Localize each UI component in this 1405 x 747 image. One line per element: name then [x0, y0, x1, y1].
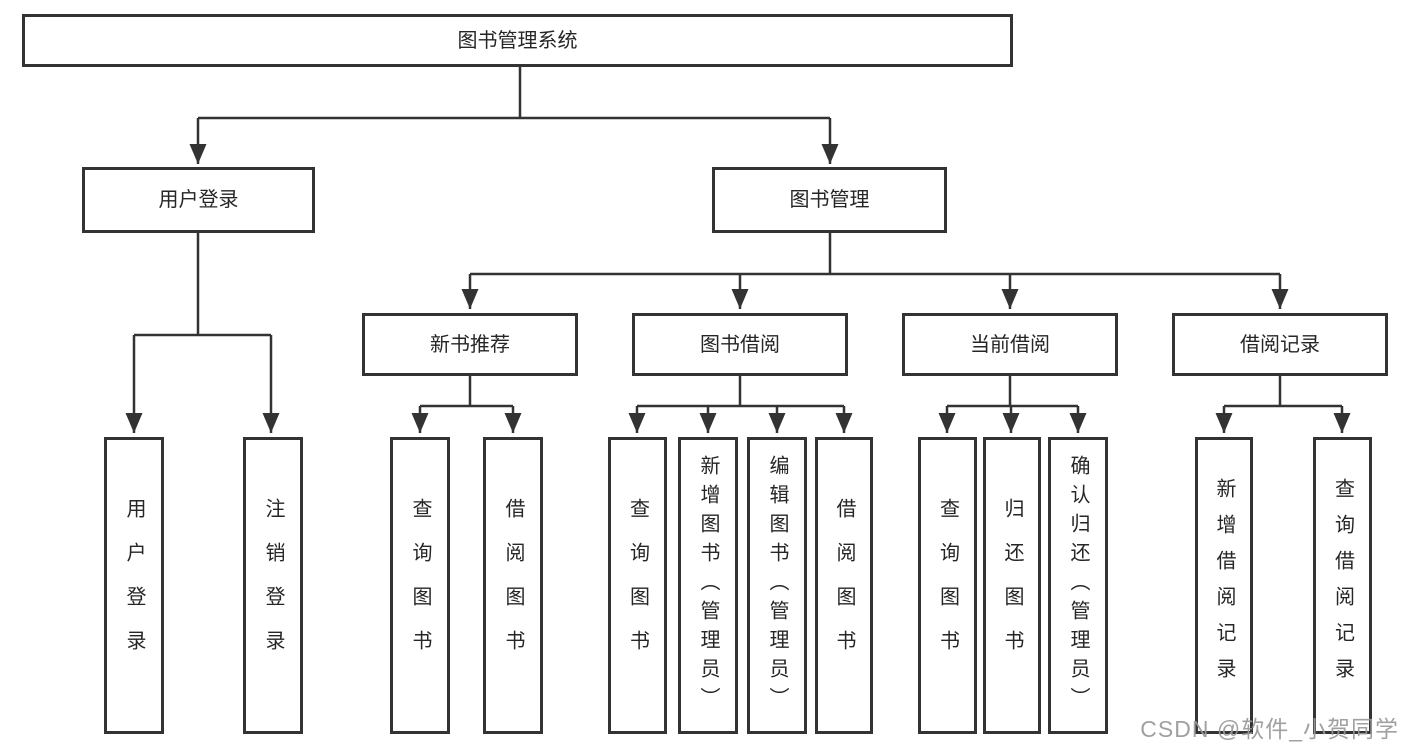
node-new-book-recommend: 新书推荐 [362, 313, 578, 376]
leaf-confirm-return-admin: 确认归还（管理员） [1048, 437, 1108, 734]
leaf-add-borrow-record: 新增借阅记录 [1195, 437, 1253, 734]
leaf-query-books-borrow: 查询图书 [608, 437, 667, 734]
node-book-management: 图书管理 [712, 167, 947, 233]
csdn-watermark: CSDN @软件_小贺同学 [1140, 716, 1399, 742]
leaf-query-borrow-record: 查询借阅记录 [1313, 437, 1372, 734]
leaf-edit-books-admin: 编辑图书（管理员） [747, 437, 807, 734]
leaf-logout: 注销登录 [243, 437, 303, 734]
leaf-query-books-recommend: 查询图书 [390, 437, 450, 734]
node-borrowing-records: 借阅记录 [1172, 313, 1388, 376]
leaf-query-books-current: 查询图书 [918, 437, 977, 734]
leaf-add-books-admin: 新增图书（管理员） [678, 437, 738, 734]
leaf-borrow-books-recommend: 借阅图书 [483, 437, 543, 734]
leaf-borrow-books: 借阅图书 [815, 437, 873, 734]
node-library-management-system: 图书管理系统 [22, 14, 1013, 67]
node-current-borrowing: 当前借阅 [902, 313, 1118, 376]
node-user-login: 用户登录 [82, 167, 315, 233]
leaf-user-login: 用户登录 [104, 437, 164, 734]
leaf-return-books: 归还图书 [983, 437, 1041, 734]
node-book-borrowing: 图书借阅 [632, 313, 848, 376]
